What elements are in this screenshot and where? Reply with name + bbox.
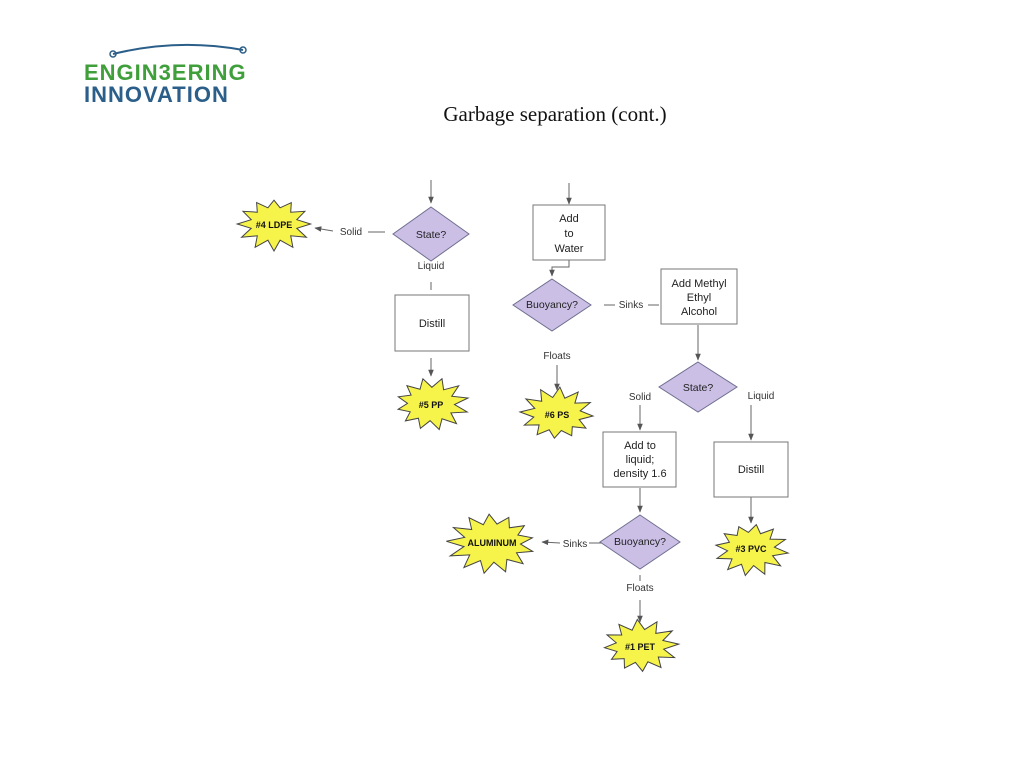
add-mek-line-1: Add Methyl [671,278,726,290]
decision-buoyancy-2: Buoyancy? [599,514,681,570]
add-liquid-line-1: Add to [624,440,656,452]
add-liquid-line-2: liquid; [626,454,655,466]
result-pet-label: #1 PET [625,642,656,652]
result-aluminum: ALUMINUM [446,513,535,575]
add-to-water-line-3: Water [555,243,584,255]
add-to-water-line-2: to [564,228,573,240]
page-title: Garbage separation (cont.) [443,102,667,126]
decision-state-2-label: State? [683,382,714,394]
add-mek-line-2: Ethyl [687,292,711,304]
result-pp-label: #5 PP [419,400,444,410]
decision-buoyancy-1-label: Buoyancy? [526,299,578,311]
edge-label-sinks-1: Sinks [619,300,643,311]
result-pvc: #3 PVC [714,523,790,577]
result-ldpe-label: #4 LDPE [256,220,293,230]
decision-buoyancy-1: Buoyancy? [512,278,592,332]
result-ldpe: #4 LDPE [235,199,313,253]
decision-state-1-label: State? [416,229,447,241]
logo-line2: INNOVATION [84,82,229,107]
result-pp: #5 PP [396,377,470,431]
process-add-to-liquid: Add to liquid; density 1.6 [602,431,677,488]
edge-label-liquid-2: Liquid [748,391,775,402]
edge-label-sinks-2: Sinks [563,539,587,550]
connectors [314,180,754,623]
add-to-water-line-1: Add [559,213,579,225]
distill-2-label: Distill [738,464,764,476]
result-ps-label: #6 PS [545,410,570,420]
distill-1-label: Distill [419,318,445,330]
result-aluminum-label: ALUMINUM [468,538,517,548]
process-add-to-water: Add to Water [532,204,606,261]
edge-label-floats-1: Floats [543,351,570,362]
result-ps: #6 PS [518,386,595,440]
edge-label-floats-2: Floats [626,583,653,594]
edge-label-solid-1: Solid [340,227,362,238]
process-distill-2: Distill [713,441,789,498]
process-distill-1: Distill [394,294,470,352]
edge-label-liquid-1: Liquid [418,261,445,272]
decision-state-1: State? [392,206,470,262]
decision-buoyancy-2-label: Buoyancy? [614,536,666,548]
decision-state-2: State? [658,361,738,413]
add-mek-line-3: Alcohol [681,306,717,318]
process-add-mek: Add Methyl Ethyl Alcohol [660,268,738,325]
result-pvc-label: #3 PVC [735,544,767,554]
result-pet: #1 PET [603,618,681,673]
logo-line1: ENGIN3ERING [84,60,247,85]
add-liquid-line-3: density 1.6 [613,468,666,480]
edge-label-solid-2: Solid [629,392,651,403]
engineering-innovation-logo: ENGIN3ERING INNOVATION [84,43,247,107]
